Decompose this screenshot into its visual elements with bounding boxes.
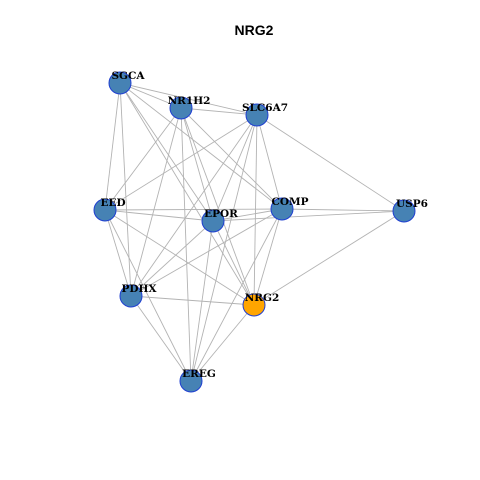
edge-slc6a7-pdhx [130,114,258,297]
node-label-nrg2: NRG2 [245,292,280,304]
node-nr1h2[interactable]: NR1H2 [168,95,211,120]
edge-nr1h2-eed [104,107,182,211]
edge-slc6a7-usp6 [256,114,405,212]
edge-eed-ereg [104,209,192,382]
edge-eed-comp [104,208,283,211]
edge-comp-nrg2 [253,208,283,306]
edge-sgca-comp [119,82,283,210]
edge-slc6a7-ereg [190,114,258,382]
edge-comp-ereg [190,208,283,382]
edge-usp6-epor [212,210,405,222]
node-label-nr1h2: NR1H2 [168,95,211,107]
node-pdhx[interactable]: PDHX [119,283,157,308]
edge-sgca-eed [104,82,121,211]
node-label-ereg: EREG [182,368,216,380]
node-eed[interactable]: EED [93,197,126,222]
edge-nrg2-ereg [190,304,255,382]
node-circle-nrg2[interactable] [242,293,266,317]
node-comp[interactable]: COMP [270,196,309,221]
node-circle-eed[interactable] [93,198,117,222]
edge-nr1h2-pdhx [130,107,182,297]
edge-pdhx-ereg [130,295,192,382]
edge-slc6a7-epor [212,114,258,222]
node-label-usp6: USP6 [396,198,428,210]
node-label-comp: COMP [271,196,308,208]
node-circle-nr1h2[interactable] [169,96,193,120]
edge-eed-nrg2 [104,209,255,306]
edge-nr1h2-comp [180,107,283,210]
node-label-sgca: SGCA [111,70,145,82]
node-nrg2[interactable]: NRG2 [242,292,280,317]
edge-nr1h2-slc6a7 [180,107,258,116]
node-circle-epor[interactable] [201,209,225,233]
edge-nr1h2-nrg2 [180,107,255,306]
node-label-slc6a7: SLC6A7 [242,102,288,114]
edge-nr1h2-epor [180,107,214,222]
node-circle-sgca[interactable] [108,71,132,95]
edge-eed-epor [104,209,214,222]
node-label-pdhx: PDHX [121,283,157,295]
node-epor[interactable]: EPOR [201,208,238,233]
edge-slc6a7-nrg2 [253,114,258,306]
node-circle-comp[interactable] [270,197,294,221]
edge-pdhx-nrg2 [130,295,255,306]
node-circle-ereg[interactable] [179,369,203,393]
edge-sgca-epor [119,82,214,222]
edge-sgca-nrg2 [119,82,255,306]
node-label-epor: EPOR [204,208,238,220]
node-circle-pdhx[interactable] [119,284,143,308]
node-label-eed: EED [100,197,125,209]
edge-sgca-pdhx [119,82,132,297]
edge-sgca-slc6a7 [119,82,258,116]
node-circle-usp6[interactable] [392,199,416,223]
edges-layer [104,82,405,382]
node-slc6a7[interactable]: SLC6A7 [242,102,288,127]
graph-title: NRG2 [235,22,274,38]
edge-eed-pdhx [104,209,132,297]
edge-usp6-nrg2 [253,210,405,306]
edge-slc6a7-eed [104,114,258,211]
node-usp6[interactable]: USP6 [392,198,428,223]
edge-slc6a7-comp [256,114,283,210]
node-circle-slc6a7[interactable] [245,103,269,127]
edge-comp-pdhx [130,208,283,297]
edge-nr1h2-ereg [180,107,192,382]
node-sgca[interactable]: SGCA [108,70,145,95]
edge-epor-pdhx [130,220,214,297]
edge-epor-comp [212,208,283,222]
node-ereg[interactable]: EREG [179,368,216,393]
edge-comp-usp6 [281,208,405,212]
edge-epor-nrg2 [212,220,255,306]
